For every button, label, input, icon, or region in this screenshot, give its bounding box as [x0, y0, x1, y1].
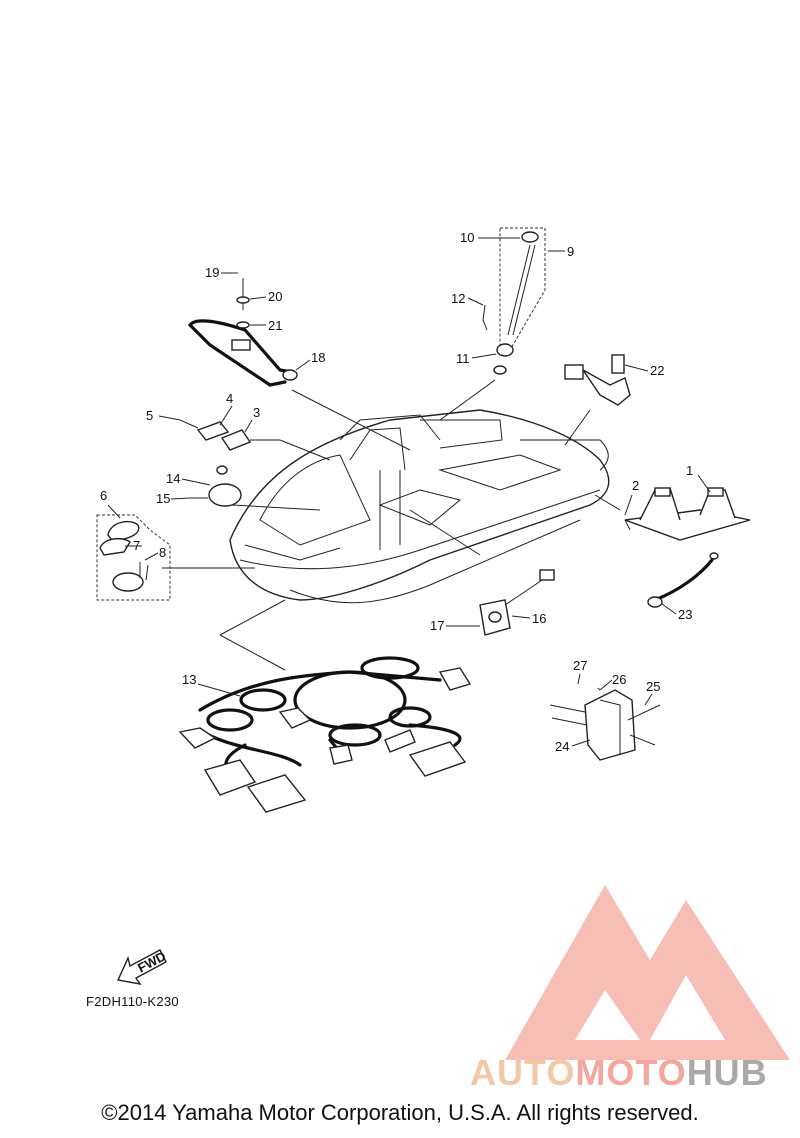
switch-part: [564, 354, 631, 406]
callout-6: 6: [100, 488, 107, 503]
callout-3: 3: [253, 405, 260, 420]
callout-18: 18: [311, 350, 325, 365]
callout-2: 2: [632, 478, 639, 493]
vent-parts: [179, 419, 252, 451]
callout-26: 26: [612, 672, 626, 687]
callout-16: 16: [532, 611, 546, 626]
callout-5: 5: [146, 408, 153, 423]
fwd-label: FWD: [135, 948, 168, 975]
copyright-notice: ©2014 Yamaha Motor Corporation, U.S.A. A…: [101, 1100, 699, 1125]
wire-harness: [178, 656, 472, 813]
callout-22: 22: [650, 363, 664, 378]
filler-tube-assembly: [482, 227, 546, 375]
mount-block: [549, 687, 661, 761]
callout-23: 23: [678, 607, 692, 622]
callouts: 1 2 3 4 5 6 7 8 9 10 11 12 13 14 15 16 1…: [100, 230, 693, 754]
drawing-code: F2DH110-K230: [86, 994, 179, 1009]
watermark-part-moto: MOTO: [575, 1052, 687, 1093]
watermark-part-auto: AUTO: [470, 1052, 576, 1093]
speaker-part: [190, 465, 242, 507]
connector-plate: [465, 569, 555, 636]
callout-12: 12: [451, 291, 465, 306]
forward-arrow: FWD: [116, 948, 168, 985]
grab-handle: [188, 278, 298, 387]
watermark-text: AUTOMOTOHUB: [470, 1052, 768, 1094]
callout-11: 11: [456, 351, 470, 366]
callout-20: 20: [268, 289, 282, 304]
callout-27: 27: [573, 658, 587, 673]
callout-15: 15: [156, 491, 170, 506]
callout-4: 4: [226, 391, 233, 406]
lamp-assembly: [96, 514, 171, 601]
callout-21: 21: [268, 318, 282, 333]
watermark-part-hub: HUB: [686, 1052, 768, 1093]
callout-8: 8: [159, 545, 166, 560]
callout-leaders: [107, 237, 711, 747]
callout-17: 17: [430, 618, 444, 633]
leader-lines: [162, 379, 621, 671]
watermark-logo: [505, 885, 790, 1060]
callout-25: 25: [646, 679, 660, 694]
callout-24: 24: [555, 739, 569, 754]
callout-14: 14: [166, 471, 180, 486]
seat-brackets: [624, 487, 751, 541]
callout-13: 13: [182, 672, 196, 687]
callout-1: 1: [686, 463, 693, 478]
callout-19: 19: [205, 265, 219, 280]
cable-23: [647, 552, 719, 608]
callout-10: 10: [460, 230, 474, 245]
callout-9: 9: [567, 244, 574, 259]
